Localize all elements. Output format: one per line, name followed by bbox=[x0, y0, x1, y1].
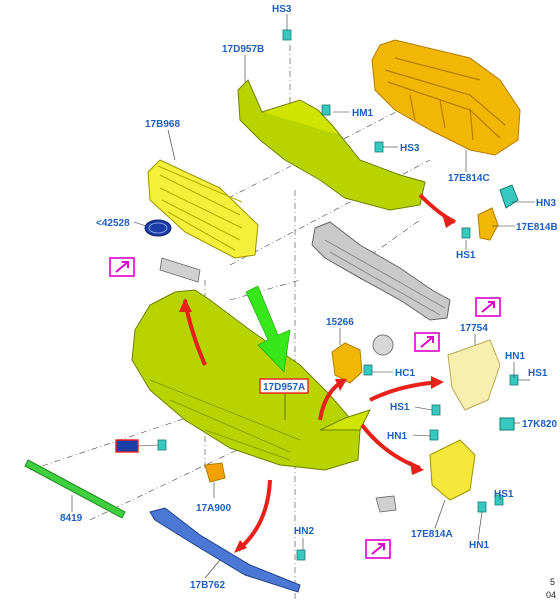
label-hs3-mid: HS3 bbox=[400, 143, 420, 154]
main-bumper-cover bbox=[131, 289, 371, 471]
emblem bbox=[144, 219, 172, 237]
lower-strip bbox=[24, 459, 126, 519]
side-bracket-upper bbox=[447, 339, 501, 411]
label-hm1: HM1 bbox=[352, 108, 374, 119]
label-hs1-upper: HS1 bbox=[528, 368, 548, 379]
label-hs1-right: HS1 bbox=[456, 250, 476, 261]
block-17a900 bbox=[204, 462, 226, 483]
label-hs1-lower: HS1 bbox=[494, 489, 514, 500]
leader-lines bbox=[71, 14, 535, 579]
lower-grille-insert bbox=[159, 257, 201, 283]
label-17e814b: 17E814B bbox=[516, 222, 558, 233]
label-hs1-mid: HS1 bbox=[390, 402, 410, 413]
label-17k820: 17K820 bbox=[522, 419, 557, 430]
label-17b762: 17B762 bbox=[190, 580, 225, 591]
label-hn2: HN2 bbox=[294, 526, 314, 537]
corner-text-1: 5 bbox=[550, 577, 555, 587]
clip-17k820 bbox=[499, 417, 515, 431]
label-17e814a: 17E814A bbox=[411, 529, 453, 540]
label-hn3: HN3 bbox=[536, 198, 556, 209]
green-arrow bbox=[245, 285, 291, 373]
label-hs3-top: HS3 bbox=[272, 4, 292, 15]
upper-bracket-frame bbox=[371, 39, 521, 156]
label-17e814c: 17E814C bbox=[448, 173, 490, 184]
label-15266: 15266 bbox=[326, 317, 354, 328]
label-8419: 8419 bbox=[60, 513, 83, 524]
bracket-17e814b bbox=[477, 207, 499, 241]
corner-text-2: 04 bbox=[546, 590, 556, 600]
bumper-reinforcement bbox=[311, 221, 451, 321]
label-hn1-lower: HN1 bbox=[469, 540, 489, 551]
upper-bumper-cover bbox=[237, 79, 426, 211]
callout-arrows bbox=[115, 261, 495, 555]
label-hc1: HC1 bbox=[395, 368, 415, 379]
fog-lamp bbox=[372, 334, 394, 356]
highlight-17d957a bbox=[259, 378, 309, 394]
fog-lamp-bracket bbox=[331, 342, 363, 384]
small-insert bbox=[375, 495, 397, 513]
label-17a900: 17A900 bbox=[196, 503, 231, 514]
label-hn1-upper: HN1 bbox=[505, 351, 525, 362]
highlight-box-left bbox=[115, 439, 139, 453]
label-17d957b: 17D957B bbox=[222, 44, 264, 55]
grille bbox=[147, 159, 259, 259]
label-17754: 17754 bbox=[460, 323, 488, 334]
lower-bar bbox=[149, 507, 301, 593]
label-17b968: 17B968 bbox=[145, 119, 180, 130]
label-17d957a: 17D957A bbox=[263, 382, 305, 393]
nut-hn3 bbox=[499, 184, 519, 209]
label-hn1-mid: HN1 bbox=[387, 431, 407, 442]
red-arrow-heads bbox=[179, 214, 455, 553]
label-42528: <42528 bbox=[96, 218, 130, 229]
part-labels: HS3 17D957B HM1 HS3 17B968 17E814C HN3 1… bbox=[60, 4, 558, 591]
side-bracket-lower bbox=[429, 439, 476, 501]
